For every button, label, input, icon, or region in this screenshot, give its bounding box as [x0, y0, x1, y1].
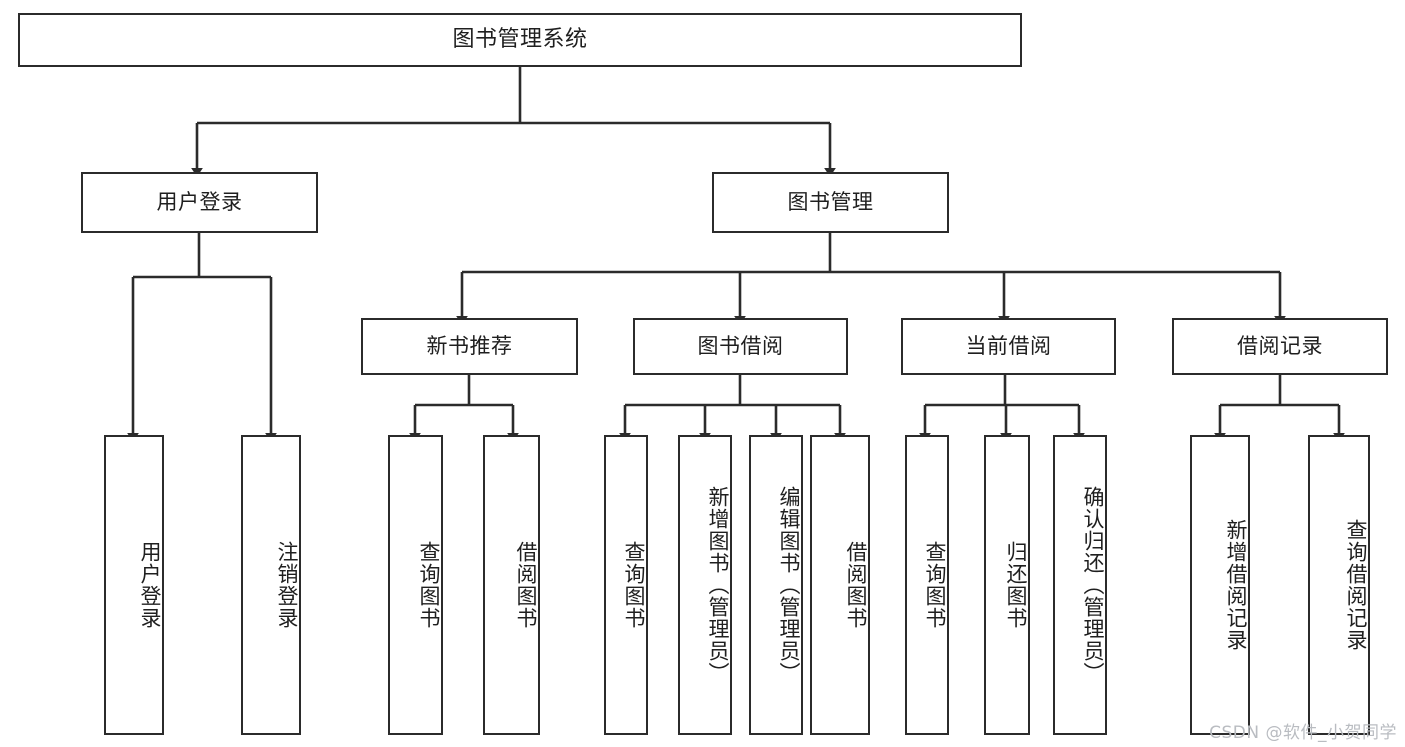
node-label: 图书管理系统: [452, 27, 588, 53]
node-label: 确认归还（管理员）: [1081, 486, 1105, 684]
node-leaf-logout-login[interactable]: 注销登录: [241, 435, 301, 735]
node-leaf-add-record[interactable]: 新增借阅记录: [1190, 435, 1250, 735]
node-leaf-borrow-book-2[interactable]: 借阅图书: [810, 435, 870, 735]
node-label: 图书管理: [787, 190, 874, 215]
node-user-login[interactable]: 用户登录: [81, 172, 318, 233]
node-label: 新增图书（管理员）: [706, 486, 730, 684]
node-leaf-confirm-return[interactable]: 确认归还（管理员）: [1053, 435, 1107, 735]
node-leaf-return-book[interactable]: 归还图书: [984, 435, 1030, 735]
node-label: 当前借阅: [965, 334, 1052, 359]
node-leaf-query-book-1[interactable]: 查询图书: [388, 435, 443, 735]
node-label: 编辑图书（管理员）: [777, 486, 801, 684]
node-leaf-edit-book[interactable]: 编辑图书（管理员）: [749, 435, 803, 735]
node-label: 归还图书: [1004, 541, 1028, 629]
node-current-borrow[interactable]: 当前借阅: [901, 318, 1116, 375]
node-root-book-management-system[interactable]: 图书管理系统: [18, 13, 1022, 67]
node-label: 查询借阅记录: [1344, 519, 1368, 651]
node-leaf-add-book[interactable]: 新增图书（管理员）: [678, 435, 732, 735]
node-label: 新书推荐: [426, 334, 513, 359]
node-label: 查询图书: [417, 541, 441, 629]
node-book-borrow[interactable]: 图书借阅: [633, 318, 848, 375]
node-book-manage[interactable]: 图书管理: [712, 172, 949, 233]
node-leaf-query-record[interactable]: 查询借阅记录: [1308, 435, 1370, 735]
node-label: 注销登录: [275, 541, 299, 629]
csdn-watermark: CSDN @软件_小贺同学: [1209, 723, 1397, 743]
node-label: 借阅图书: [514, 541, 538, 629]
node-label: 查询图书: [923, 541, 947, 629]
node-label: 用户登录: [138, 541, 162, 629]
node-borrow-record[interactable]: 借阅记录: [1172, 318, 1388, 375]
node-label: 查询图书: [622, 541, 646, 629]
node-leaf-query-book-2[interactable]: 查询图书: [604, 435, 648, 735]
node-label: 用户登录: [156, 190, 243, 215]
node-label: 借阅记录: [1237, 334, 1323, 359]
node-label: 借阅图书: [844, 541, 868, 629]
node-leaf-user-login[interactable]: 用户登录: [104, 435, 164, 735]
node-label: 新增借阅记录: [1224, 519, 1248, 651]
node-leaf-query-book-3[interactable]: 查询图书: [905, 435, 949, 735]
node-new-book-recommend[interactable]: 新书推荐: [361, 318, 578, 375]
node-leaf-borrow-book-1[interactable]: 借阅图书: [483, 435, 540, 735]
node-label: 图书借阅: [697, 334, 784, 359]
